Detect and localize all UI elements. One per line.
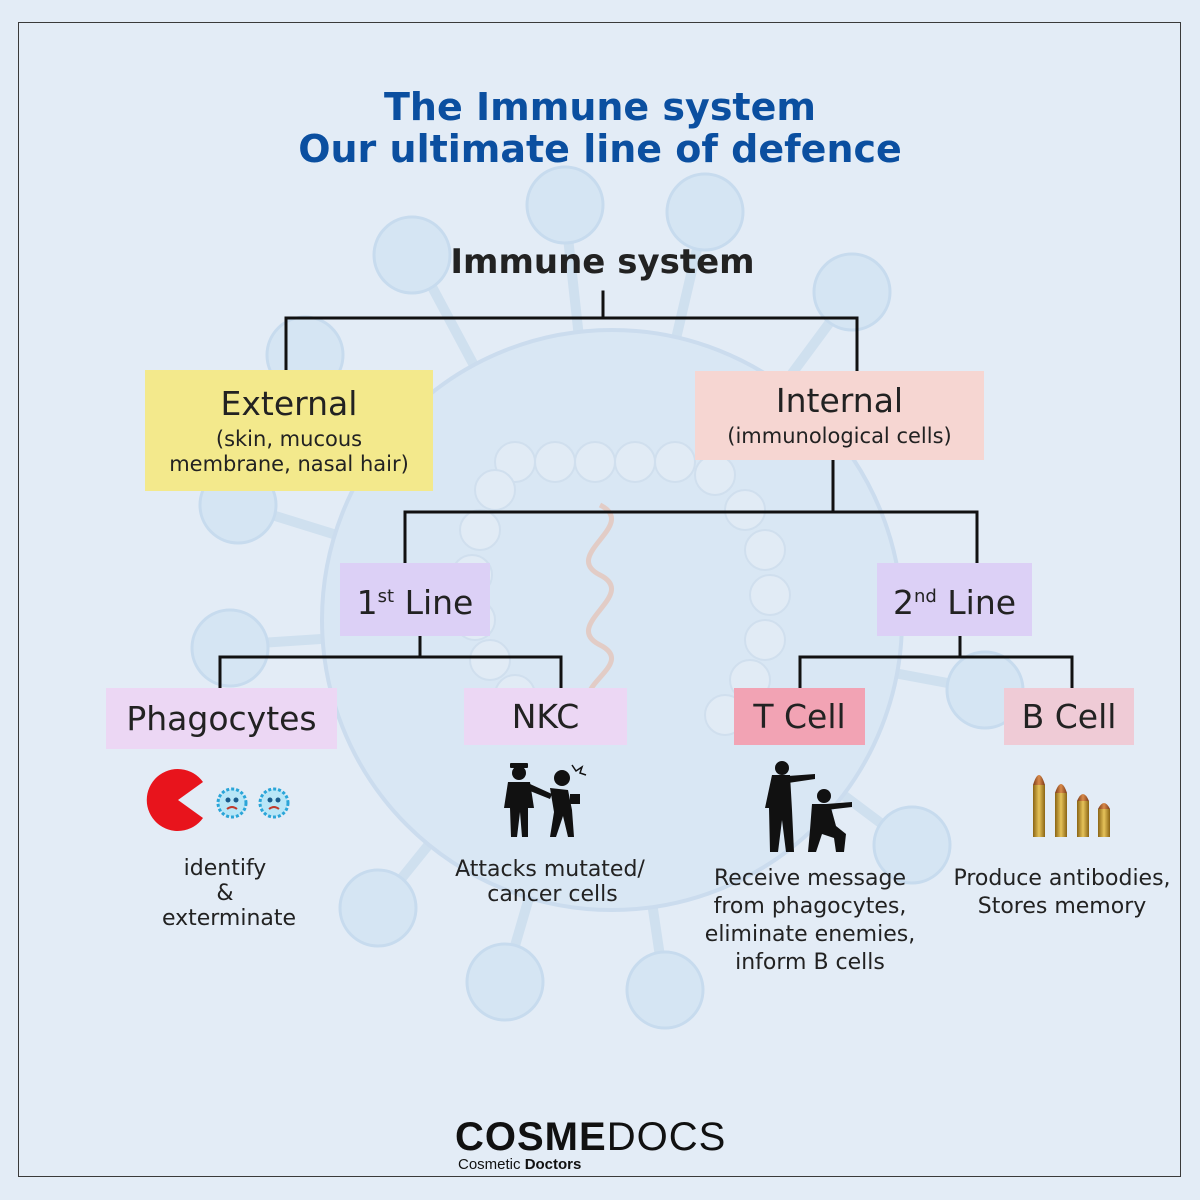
logo-tagline-a: Cosmetic xyxy=(458,1156,521,1173)
bullets-icon xyxy=(1033,775,1110,837)
first-line-label: Line xyxy=(404,582,474,622)
root-node-immune-system: Immune system xyxy=(450,242,755,282)
first-line-sup: st xyxy=(377,585,395,607)
phagocytes-description: identify & exterminate xyxy=(120,855,330,933)
phagocytes-desc-line-1: identify xyxy=(183,856,267,881)
nkc-description: Attacks mutated/ cancer cells xyxy=(430,856,670,909)
title-line-1: The Immune system xyxy=(384,85,816,129)
bcell-node: B Cell xyxy=(1004,688,1134,745)
bcell-label: B Cell xyxy=(1021,696,1117,736)
pacman-eating-virus-icon xyxy=(146,769,290,831)
logo-tagline-b: Doctors xyxy=(524,1156,582,1173)
external-sub: (skin, mucous membrane, nasal hair) xyxy=(169,426,409,476)
second-line-node: 2nd Line xyxy=(877,563,1032,636)
soldiers-aiming-icon xyxy=(765,761,852,852)
nkc-node: NKC xyxy=(464,688,627,745)
phagocytes-desc-line-3: exterminate xyxy=(161,906,297,931)
bcell-desc-line-1: Produce antibodies, xyxy=(953,866,1171,891)
bcell-description: Produce antibodies, Stores memory xyxy=(938,865,1186,921)
phagocytes-label: Phagocytes xyxy=(126,698,317,738)
tcell-description: Receive message from phagocytes, elimina… xyxy=(690,865,930,977)
first-line-num: 1 xyxy=(356,582,378,622)
tcell-label: T Cell xyxy=(753,696,846,736)
police-arresting-icon xyxy=(504,763,587,837)
tcell-desc-line-2: from phagocytes, xyxy=(713,894,907,919)
internal-label: Internal xyxy=(775,381,904,420)
phagocytes-desc-line-2: & xyxy=(216,881,234,906)
external-node: External (skin, mucous membrane, nasal h… xyxy=(145,370,433,491)
external-label: External xyxy=(220,383,358,423)
phagocytes-node: Phagocytes xyxy=(106,688,337,749)
cosmedocs-logo: COSMEDOCS Cosmetic Doctors xyxy=(455,1115,755,1173)
tcell-node: T Cell xyxy=(734,688,865,745)
title-line-2: Our ultimate line of defence xyxy=(298,127,902,171)
second-line-label: Line xyxy=(947,582,1017,622)
nkc-label: NKC xyxy=(511,696,580,736)
second-line-num: 2 xyxy=(892,582,914,622)
logo-brand-bold: COSME xyxy=(455,1115,607,1159)
second-line-sup: nd xyxy=(913,585,937,607)
nkc-desc-line-2: cancer cells xyxy=(487,882,618,907)
internal-node: Internal (immunological cells) xyxy=(695,371,984,460)
bcell-desc-line-2: Stores memory xyxy=(977,894,1147,919)
tcell-desc-line-4: inform B cells xyxy=(735,950,885,975)
tcell-desc-line-1: Receive message xyxy=(714,866,906,891)
internal-sub: (immunological cells) xyxy=(727,424,952,448)
nkc-desc-line-1: Attacks mutated/ xyxy=(455,857,645,882)
tcell-desc-line-3: eliminate enemies, xyxy=(704,922,916,947)
first-line-node: 1st Line xyxy=(340,563,490,636)
logo-brand-thin: DOCS xyxy=(606,1115,727,1159)
diagram-frame xyxy=(18,22,1181,1177)
